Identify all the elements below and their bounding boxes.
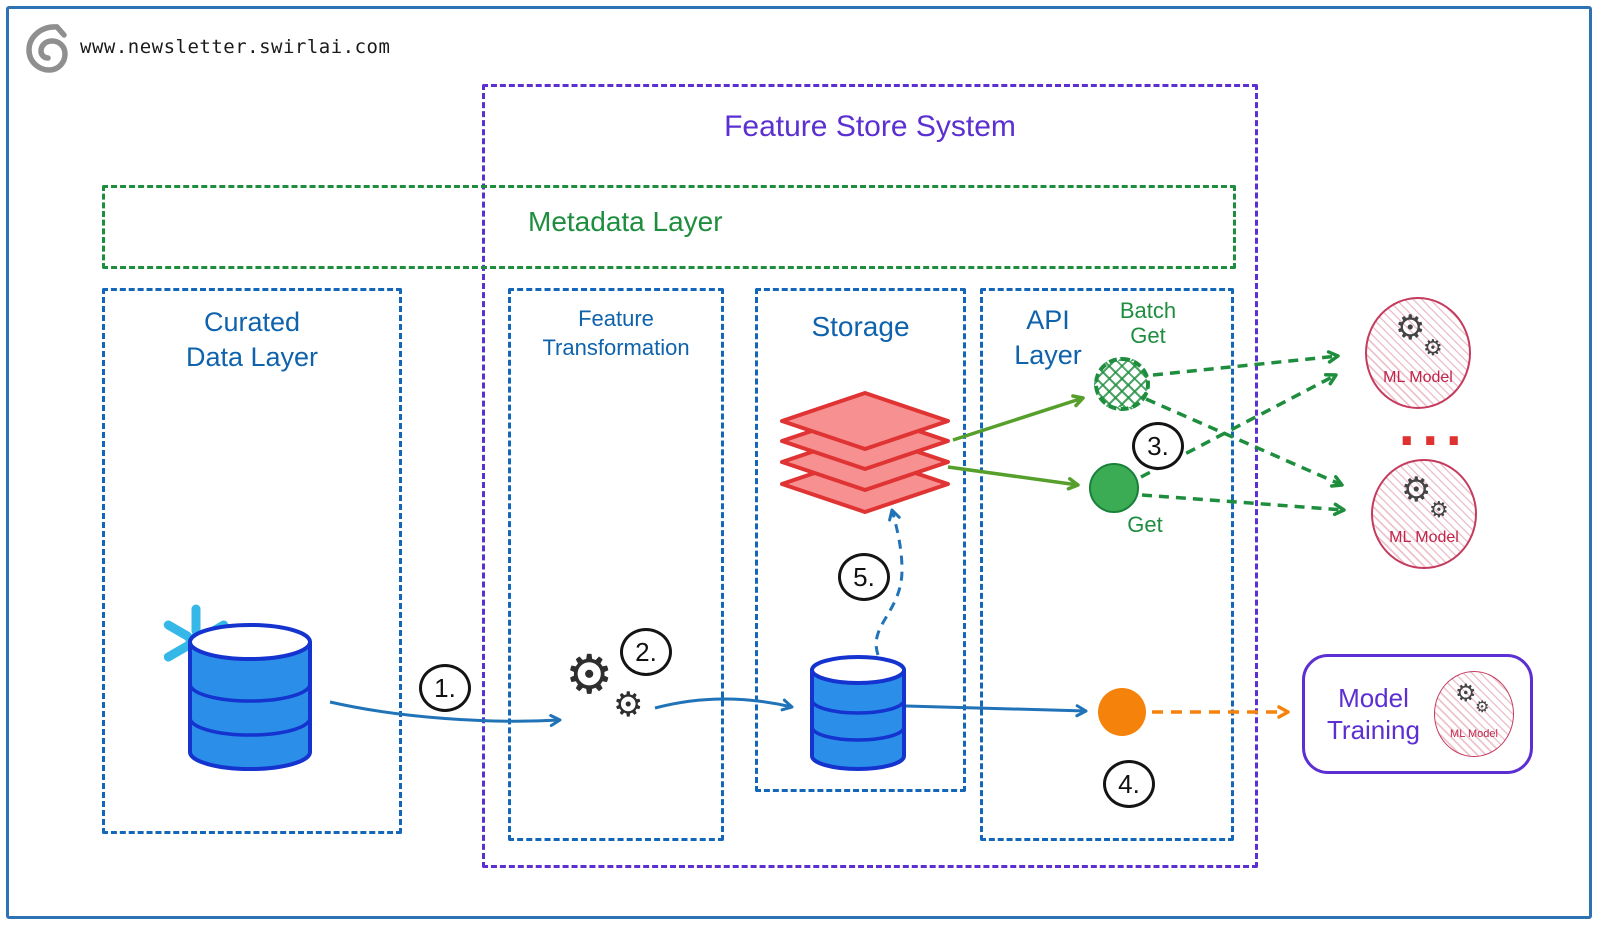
curated-title-line1: Curated	[203, 307, 301, 337]
storage-title: Storage	[811, 311, 910, 342]
step-5-badge: 5.	[838, 553, 890, 601]
gear-icon: ⚙	[1401, 471, 1432, 509]
training-ml-model-node: ⚙ ⚙ ML Model	[1434, 671, 1514, 757]
gear-icon: ⚙	[1423, 335, 1443, 360]
gear-icon: ⚙	[1455, 680, 1477, 707]
feature-transformation-box: Feature Transformation	[508, 288, 724, 841]
model-training-box: Model Training ⚙ ⚙ ML Model	[1302, 654, 1533, 774]
feature-store-title: Feature Store System	[724, 110, 1016, 143]
curated-data-layer-title: Curated Data Layer	[105, 305, 399, 375]
api-title-line1: API	[1026, 305, 1070, 335]
ml-model-bottom-node: ⚙ ⚙ ML Model	[1371, 459, 1477, 569]
gear-icon: ⚙	[1429, 497, 1449, 522]
model-training-title-line2: Training	[1327, 715, 1420, 745]
feature-transformation-gears-icon: ⚙ ⚙	[565, 648, 655, 738]
api-title-line2: Layer	[1014, 340, 1082, 371]
get-label: Get	[1127, 512, 1163, 537]
transformation-title-line1: Feature	[578, 306, 654, 331]
batch-get-label-line1: Batch	[1119, 298, 1177, 323]
ml-model-gears-icon: ⚙ ⚙	[1401, 473, 1457, 525]
batch-get-node	[1094, 357, 1150, 411]
training-ml-model-label: ML Model	[1450, 728, 1498, 740]
step-4-badge: 4.	[1103, 760, 1155, 808]
transformation-title-line2: Transformation	[542, 334, 690, 360]
ml-model-top-label: ML Model	[1383, 369, 1453, 386]
training-ml-gears-icon: ⚙ ⚙	[1455, 682, 1495, 718]
gear-icon: ⚙	[1475, 699, 1490, 716]
ml-model-bottom-label: ML Model	[1389, 529, 1459, 546]
curated-data-layer-box: Curated Data Layer	[102, 288, 402, 834]
step-1-badge: 1.	[419, 664, 471, 712]
curated-title-line2: Data Layer	[185, 342, 319, 373]
batch-get-label-line2: Get	[1130, 323, 1166, 349]
step-3-badge: 3.	[1132, 422, 1184, 470]
step-2-badge: 2.	[620, 628, 672, 676]
batch-get-label: Batch Get	[1100, 298, 1196, 349]
metadata-layer-title: Metadata Layer	[528, 206, 723, 237]
gear-icon: ⚙	[565, 645, 614, 705]
gear-icon: ⚙	[1395, 309, 1426, 347]
ml-model-top-node: ⚙ ⚙ ML Model	[1365, 297, 1471, 409]
api-layer-box: API Layer	[980, 288, 1234, 841]
ellipsis-more-models: ...	[1398, 402, 1469, 456]
api-layer-title: API Layer	[983, 303, 1113, 373]
storage-box: Storage	[755, 288, 966, 792]
gear-icon: ⚙	[613, 686, 644, 724]
metadata-layer-box	[102, 185, 1236, 269]
swirl-logo	[26, 24, 68, 73]
model-training-title: Model Training	[1327, 682, 1420, 747]
training-data-node	[1098, 688, 1146, 736]
ml-model-gears-icon: ⚙ ⚙	[1395, 311, 1451, 363]
get-node	[1089, 463, 1139, 513]
feature-transformation-title: Feature Transformation	[511, 305, 721, 362]
model-training-title-line1: Model	[1338, 682, 1409, 713]
site-url: www.newsletter.swirlai.com	[80, 36, 391, 58]
